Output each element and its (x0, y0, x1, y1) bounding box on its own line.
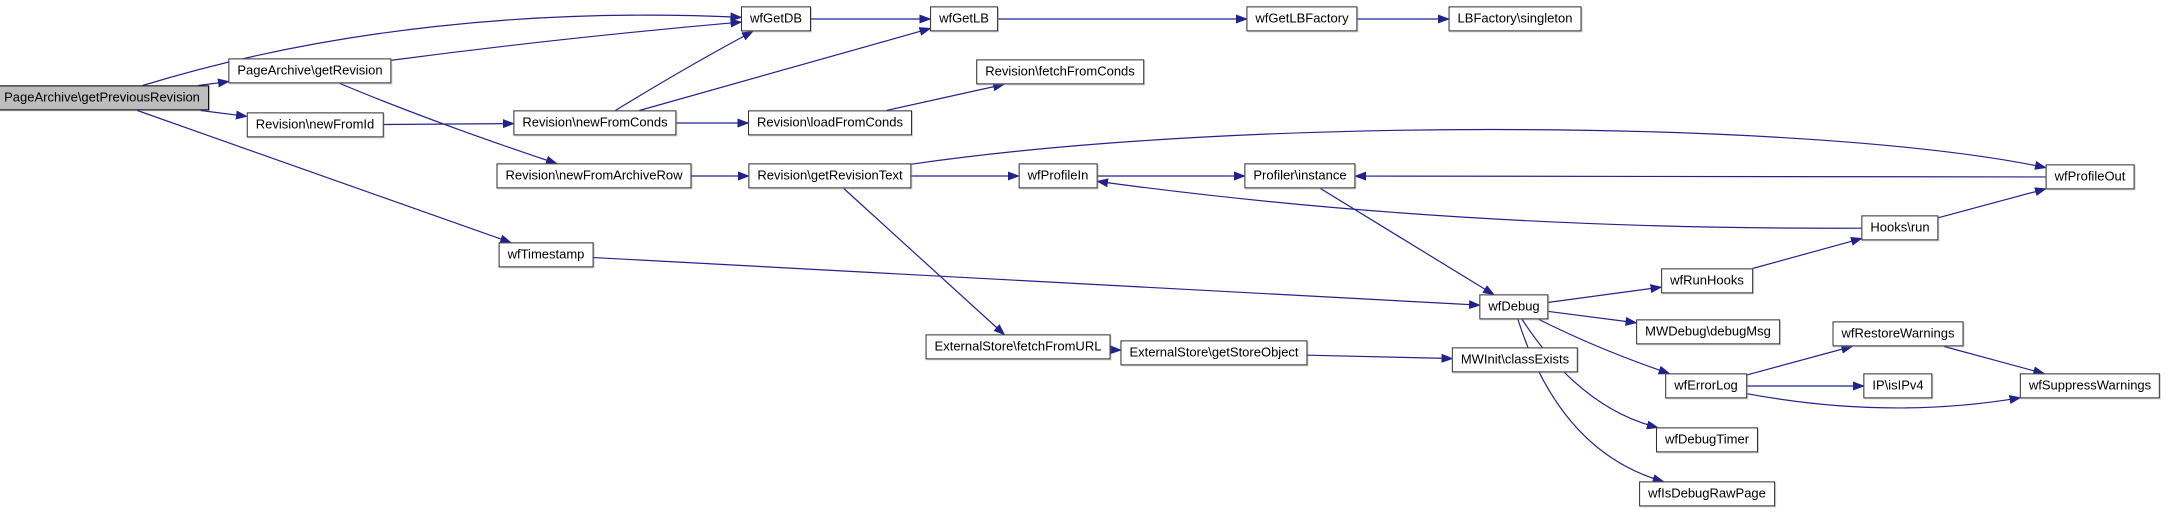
edge-getRevisionText-to-wfProfileOut (911, 128, 2047, 170)
graph-node-classExists[interactable]: MWInit\classExists (1451, 347, 1579, 373)
edge-hooksRun-to-wfProfileOut (1938, 187, 2047, 219)
edge-newFromConds-to-wfGetLB (639, 27, 932, 112)
graph-node-wfGetDB[interactable]: wfGetDB (740, 6, 812, 32)
edge-wfRunHooks-to-hooksRun (1752, 237, 1863, 270)
graph-node-wfDebugTimer[interactable]: wfDebugTimer (1655, 427, 1759, 453)
graph-node-wfRunHooks[interactable]: wfRunHooks (1661, 268, 1753, 294)
edge-hooksRun-to-wfProfileIn (1096, 178, 1862, 229)
edge-getPreviousRevision-to-wfTimestamp (137, 109, 513, 244)
edge-profilerInstance-to-wfDebug (1320, 187, 1495, 296)
edge-wfTimestamp-to-wfDebug (593, 256, 1481, 310)
edge-wfErrorLog-to-wfSuppressWarnings (1746, 393, 2022, 409)
graph-node-newFromArchiveRow[interactable]: Revision\newFromArchiveRow (496, 163, 692, 189)
edge-getStoreObject-to-classExists (1307, 353, 1454, 363)
graph-node-hooksRun[interactable]: Hooks\run (1861, 215, 1939, 241)
graph-node-lbFactorySingleton[interactable]: LBFactory\singleton (1448, 6, 1582, 32)
graph-node-wfGetLBFactory[interactable]: wfGetLBFactory (1246, 6, 1358, 32)
graph-node-fetchFromURL[interactable]: ExternalStore\fetchFromURL (925, 334, 1111, 360)
graph-node-getRevision[interactable]: PageArchive\getRevision (228, 58, 392, 84)
graph-node-getStoreObject[interactable]: ExternalStore\getStoreObject (1120, 340, 1308, 366)
graph-node-wfProfileOut[interactable]: wfProfileOut (2045, 164, 2135, 190)
graph-node-wfIsDebugRawPage[interactable]: wfIsDebugRawPage (1639, 481, 1775, 507)
edge-wfDebug-to-mwDebugMsg (1548, 310, 1638, 326)
edge-getPreviousRevision-to-newFromId (200, 109, 248, 120)
graph-node-getRevisionText[interactable]: Revision\getRevisionText (748, 163, 912, 189)
graph-node-wfSuppressWarnings[interactable]: wfSuppressWarnings (2019, 373, 2161, 399)
graph-node-ipIsIPv4[interactable]: IP\isIPv4 (1863, 373, 1933, 399)
graph-node-newFromConds[interactable]: Revision\newFromConds (513, 110, 677, 136)
edge-wfErrorLog-to-wfRestoreWarnings (1746, 344, 1854, 376)
graph-node-newFromId[interactable]: Revision\newFromId (246, 112, 384, 138)
graph-node-mwDebugMsg[interactable]: MWDebug\debugMsg (1636, 319, 1780, 345)
edge-wfDebug-to-wfErrorLog (1538, 318, 1671, 375)
graph-node-wfDebug[interactable]: wfDebug (1479, 294, 1549, 320)
edge-getRevision-to-newFromArchiveRow (339, 82, 558, 165)
edge-getPreviousRevision-to-wfGetDB (142, 12, 743, 87)
edge-getRevision-to-wfGetDB (391, 18, 743, 61)
edge-wfDebug-to-wfRunHooks (1548, 284, 1663, 303)
graph-node-wfGetLB[interactable]: wfGetLB (930, 6, 998, 32)
edge-loadFromConds-to-fetchFromConds (886, 82, 1006, 112)
edge-wfRestoreWarnings-to-wfSuppressWarnings (1943, 345, 2046, 376)
edge-wfDebug-to-wfDebugTimer (1521, 319, 1659, 430)
edge-getPreviousRevision-to-getRevision (198, 78, 230, 88)
graph-node-profilerInstance[interactable]: Profiler\instance (1244, 163, 1356, 189)
edge-newFromId-to-newFromConds (383, 119, 515, 129)
edge-newFromConds-to-wfGetDB (615, 30, 754, 112)
graph-node-wfErrorLog[interactable]: wfErrorLog (1665, 373, 1747, 399)
graph-node-fetchFromConds[interactable]: Revision\fetchFromConds (976, 59, 1144, 85)
edge-getRevisionText-to-fetchFromURL (843, 188, 1006, 336)
edge-wfProfileOut-to-profilerInstance (1354, 171, 2046, 181)
graph-node-wfProfileIn[interactable]: wfProfileIn (1018, 163, 1098, 189)
graph-node-getPreviousRevision[interactable]: PageArchive\getPreviousRevision (0, 85, 209, 111)
graph-node-loadFromConds[interactable]: Revision\loadFromConds (748, 110, 912, 136)
graph-node-wfTimestamp[interactable]: wfTimestamp (498, 242, 594, 268)
graph-node-wfRestoreWarnings[interactable]: wfRestoreWarnings (1832, 321, 1964, 347)
